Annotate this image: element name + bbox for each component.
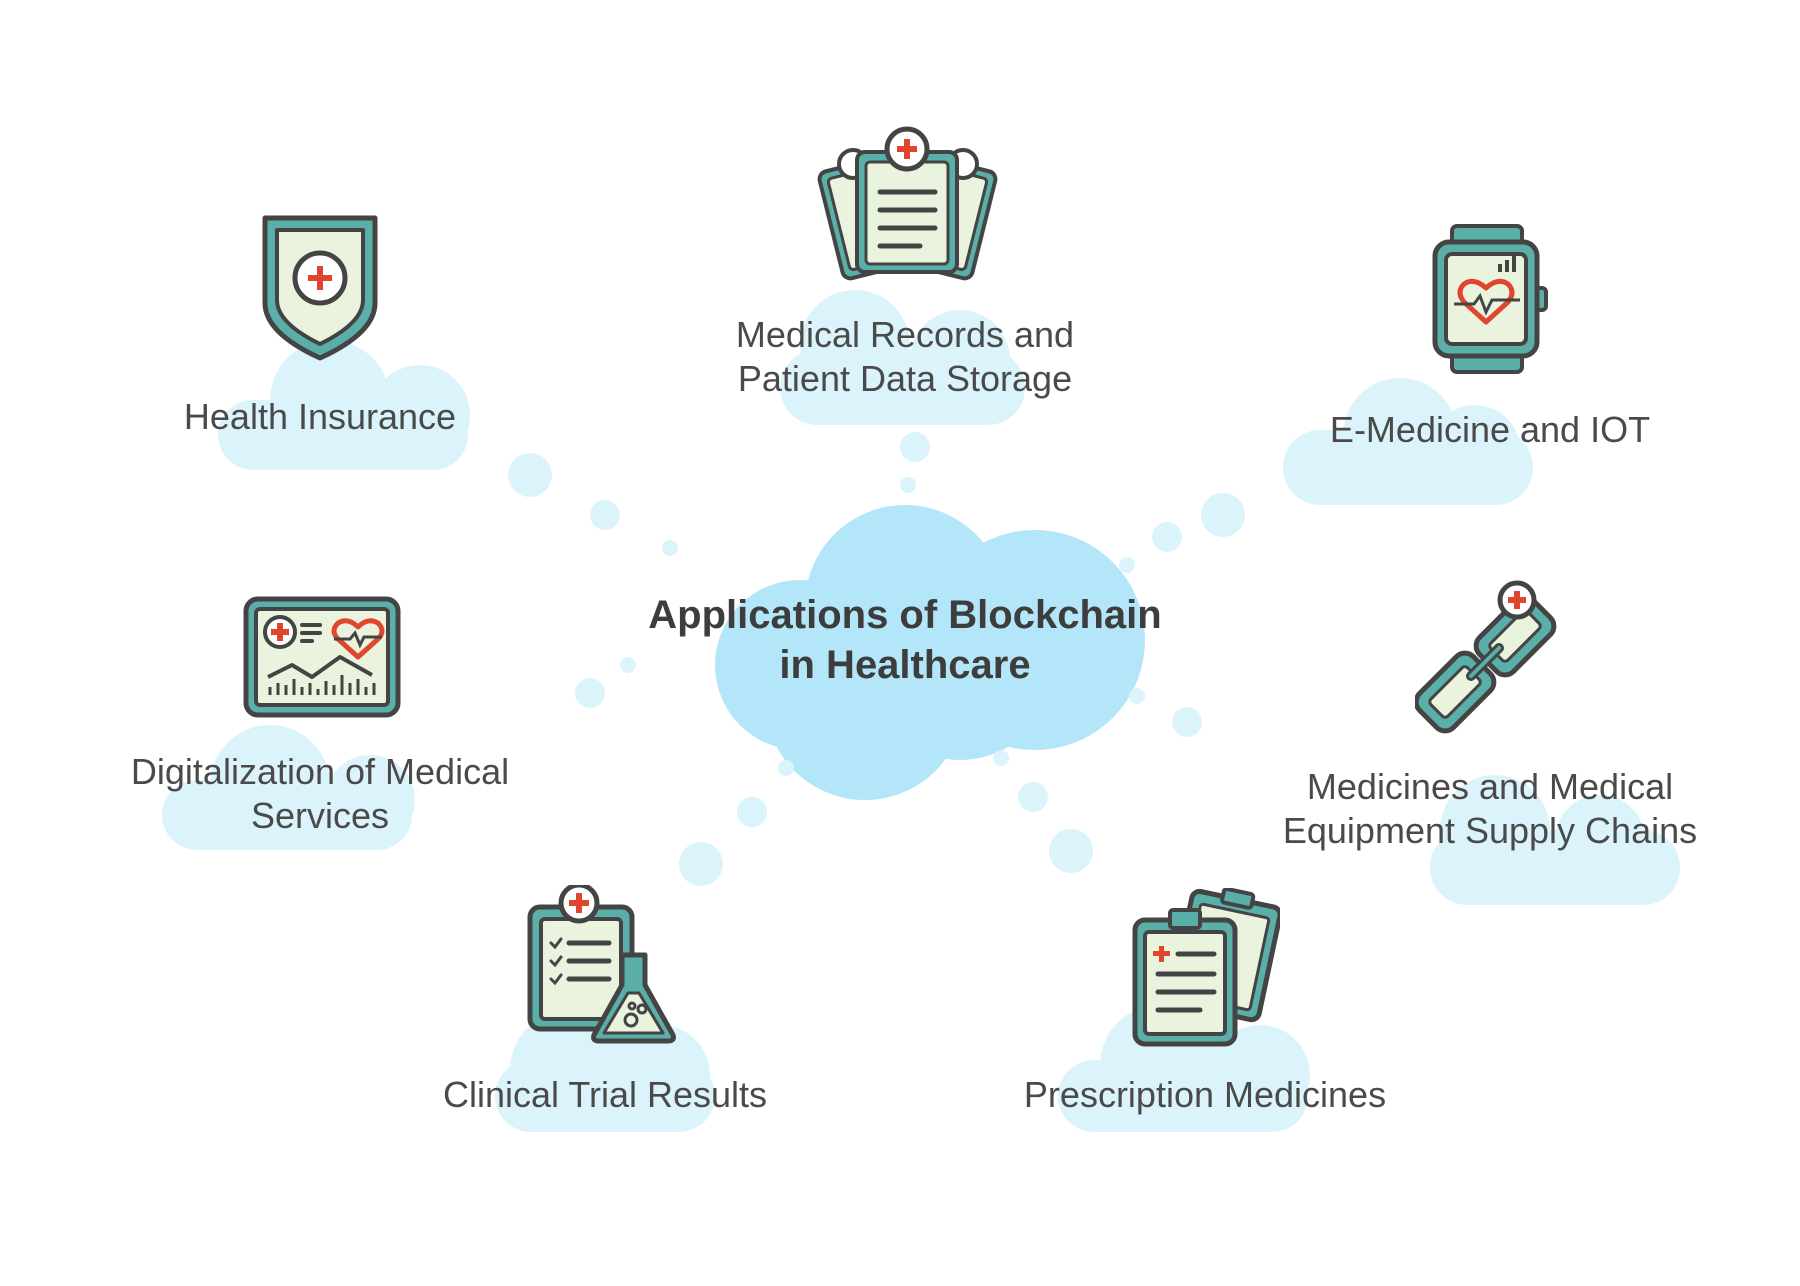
cloud-emedicine [1283, 378, 1533, 505]
clipboard-flask-icon [527, 885, 676, 1044]
bubble-trail [508, 432, 1245, 886]
diagram-title: Applications of Blockchain in Healthcare [648, 590, 1161, 690]
cloud-supply-chains [1430, 775, 1680, 905]
prescription-clipboard-icon [1132, 888, 1280, 1047]
label-line: Equipment Supply Chains [1282, 810, 1698, 851]
label-prescription: Prescription Medicines [1024, 1073, 1386, 1117]
label-line: Prescription Medicines [1023, 1074, 1387, 1115]
label-line: Clinical Trial Results [442, 1074, 768, 1115]
cloud-medical-records [780, 290, 1025, 425]
label-health-insurance: Health Insurance [184, 395, 456, 439]
smartwatch-heart-icon [1432, 224, 1548, 374]
chain-link-icon [1415, 580, 1557, 734]
center-cloud [715, 505, 1145, 800]
label-supply-chains: Medicines and Medical Equipment Supply C… [1283, 765, 1697, 853]
label-medical-records: Medical Records and Patient Data Storage [736, 313, 1074, 401]
label-emedicine: E-Medicine and IOT [1330, 408, 1650, 452]
label-line: Medicines and Medical [1306, 766, 1674, 807]
label-line: Patient Data Storage [737, 358, 1073, 399]
title-line-1: Applications of Blockchain [648, 593, 1162, 637]
title-line-2: in Healthcare [779, 643, 1031, 687]
cloud-digitalization [162, 725, 415, 850]
label-line: Health Insurance [183, 396, 457, 437]
medical-records-icon [817, 126, 998, 281]
shield-cross-icon [262, 215, 378, 361]
label-line: Medical Records and [735, 314, 1075, 355]
label-clinical-trial: Clinical Trial Results [443, 1073, 767, 1117]
label-line: E-Medicine and IOT [1329, 409, 1651, 450]
label-line: Services [250, 795, 390, 836]
cloud-health-insurance [218, 340, 470, 470]
label-line: Digitalization of Medical [130, 751, 510, 792]
label-digitalization: Digitalization of Medical Services [131, 750, 509, 838]
cloud-clinical-trial [495, 1010, 715, 1132]
health-monitor-icon [243, 596, 401, 718]
